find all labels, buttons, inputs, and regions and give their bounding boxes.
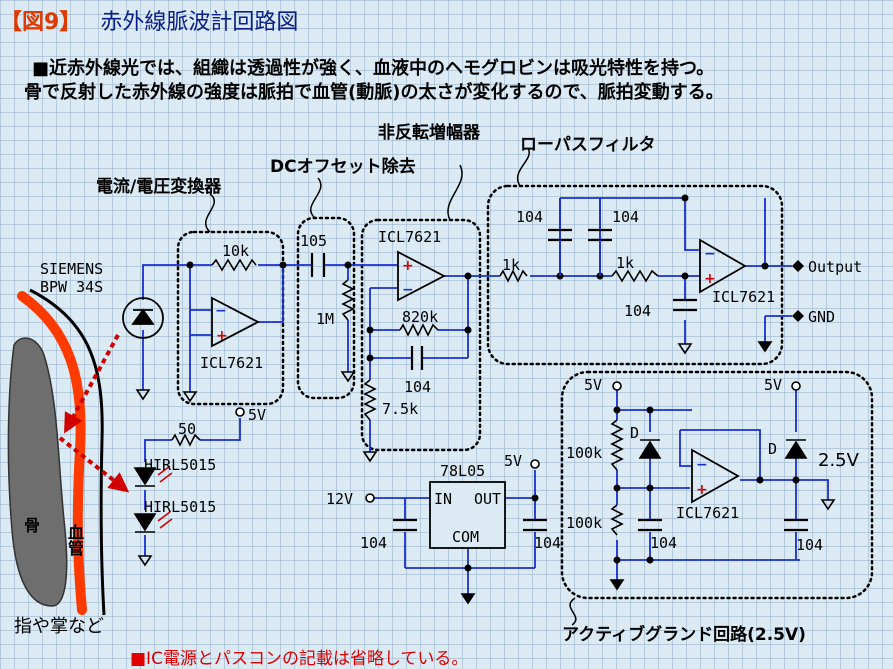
- svg-text:+: +: [704, 271, 716, 287]
- description-line-1: ■近赤外線光では、組織は透過性が強く、血液中のヘモグロビンは吸光特性を持つ。: [32, 58, 715, 79]
- capacitor-104-ag1: [638, 518, 662, 532]
- resistor-1k-b: [611, 269, 659, 283]
- label-c-104-lp1: 104: [516, 208, 544, 226]
- label-bone: 骨: [24, 516, 41, 535]
- capacitor-104-ag2: [784, 518, 808, 532]
- label-vessel: 血管: [65, 524, 84, 556]
- capacitor-104-amp: [410, 346, 424, 370]
- label-5v-ag-right: 5V: [764, 376, 783, 394]
- svg-text:+: +: [216, 328, 228, 344]
- dc-offset-box: [296, 216, 356, 400]
- label-diode-right: D: [768, 440, 778, 458]
- lowpass-box: [486, 184, 784, 366]
- label-r-1k-b: 1k: [616, 254, 635, 272]
- page-title: 【図9】 赤外線脈波計回路図: [0, 4, 298, 36]
- label-r-1k-a: 1k: [502, 256, 521, 274]
- label-finger: 指や掌など: [14, 616, 104, 637]
- label-reg-in: IN: [434, 490, 453, 508]
- svg-text:−: −: [704, 246, 716, 262]
- label-opamp-ag: ICL7621: [676, 504, 740, 522]
- label-active-ground: アクティブグランド回路(2.5V): [562, 625, 806, 645]
- diode-right: [784, 439, 808, 459]
- label-diode-left: D: [630, 424, 640, 442]
- resistor-100k-b: [610, 504, 624, 536]
- capacitor-104-reg-in: [393, 518, 417, 532]
- opamp-lp: [699, 238, 747, 294]
- block-outlines: [176, 184, 874, 600]
- label-c-104-lp3: 104: [624, 302, 652, 320]
- vessel-shape: [17, 291, 87, 615]
- label-c-104-reg-out: 104: [534, 534, 562, 552]
- regulator-78l05: [429, 481, 506, 549]
- opamp-iv: [211, 296, 260, 348]
- resistor-100k-a: [610, 419, 624, 471]
- label-reg-com: COM: [452, 528, 480, 546]
- label-r-100k-a: 100k: [566, 444, 603, 462]
- label-c-104-ag1: 104: [650, 534, 678, 552]
- footnote: ■IC電源とパスコンの記載は省略している。: [130, 649, 469, 669]
- led-2: [133, 511, 173, 533]
- label-5v-reg: 5V: [504, 452, 523, 470]
- description-line-2: 骨で反射した赤外線の強度は脈拍で血管(動脈)の太さが変化するので、脈拍変動する。: [24, 82, 724, 103]
- label-2-5v: 2.5V: [818, 450, 859, 471]
- skin-line: [29, 288, 106, 616]
- label-5v-led: 5V: [248, 406, 267, 424]
- led-1: [133, 465, 173, 487]
- label-c-104-amp: 104: [404, 378, 432, 396]
- label-c-104-lp2: 104: [612, 208, 640, 226]
- label-opamp-iv: ICL7621: [200, 354, 264, 372]
- label-iv-converter: 電流/電圧変換器: [96, 177, 222, 197]
- diode-left: [638, 439, 662, 459]
- label-led-2: HIRL5015: [144, 498, 217, 516]
- label-regulator: 78L05: [440, 462, 486, 480]
- opamp-amp: [397, 250, 446, 302]
- label-r-820k: 820k: [402, 308, 439, 326]
- label-c-104-ag2: 104: [796, 536, 824, 554]
- label-output: Output: [808, 258, 863, 276]
- label-c-104-reg-in: 104: [360, 534, 388, 552]
- resistor-1k-a: [499, 269, 528, 283]
- capacitor-105: [310, 253, 326, 277]
- label-12v: 12V: [326, 490, 354, 508]
- opamp-ag: [691, 448, 740, 504]
- resistor-10k: [211, 258, 257, 272]
- photodiode: [122, 297, 164, 339]
- label-r-7-5k: 7.5k: [382, 400, 419, 418]
- resistor-7_5k: [363, 379, 377, 421]
- label-led-1: HIRL5015: [144, 456, 217, 474]
- label-r-100k-b: 100k: [566, 514, 603, 532]
- label-r-10k: 10k: [222, 242, 250, 260]
- resistor-1m: [341, 279, 355, 321]
- label-lowpass-filter: ローパスフィルタ: [520, 135, 656, 155]
- figure-title: 赤外線脈波計回路図: [100, 10, 299, 35]
- figure-number: 【図9】: [0, 10, 82, 35]
- label-opamp-amp: ICL7621: [378, 228, 442, 246]
- sensor-model: BPW 34S: [40, 278, 104, 296]
- label-non-inverting-amp: 非反転増幅器: [378, 123, 480, 143]
- label-r-50: 50: [178, 420, 197, 438]
- label-opamp-lp: ICL7621: [712, 288, 776, 306]
- capacitor-104-lp3: [673, 298, 697, 312]
- label-dc-offset-removal: DCオフセット除去: [270, 157, 416, 177]
- resistor-50: [171, 433, 201, 447]
- label-reg-out: OUT: [474, 490, 502, 508]
- label-r-1m: 1M: [316, 310, 335, 328]
- label-5v-ag-left: 5V: [584, 376, 603, 394]
- capacitor-104-reg-out: [523, 518, 547, 532]
- sensor-brand: SIEMENS: [40, 260, 104, 278]
- svg-text:−: −: [402, 282, 414, 298]
- svg-text:+: +: [402, 258, 414, 274]
- bone-shape: [7, 337, 68, 607]
- resistor-820k: [399, 323, 439, 337]
- label-gnd: GND: [808, 308, 836, 326]
- amp-box: [360, 218, 482, 452]
- svg-text:+: +: [696, 482, 708, 498]
- label-c-105: 105: [300, 232, 328, 250]
- active-ground-box: [560, 370, 874, 600]
- svg-text:−: −: [215, 303, 227, 319]
- svg-text:−: −: [696, 457, 708, 473]
